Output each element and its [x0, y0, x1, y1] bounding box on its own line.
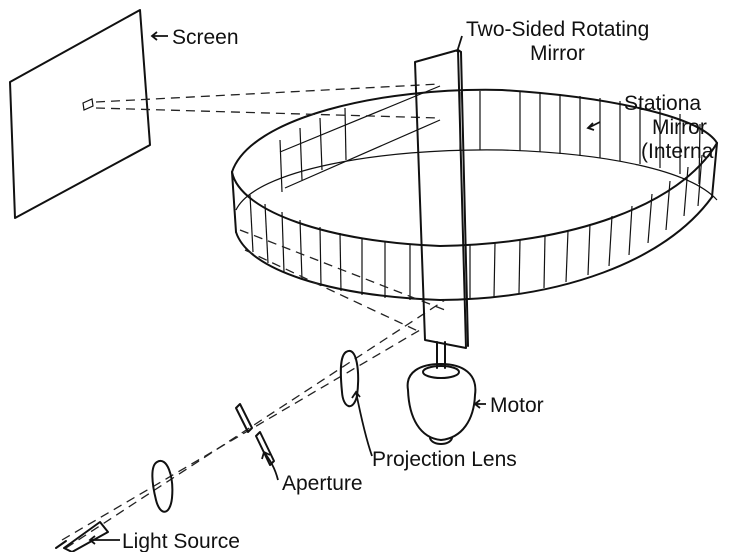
projection-lens [339, 349, 360, 407]
light-source [55, 521, 109, 552]
light-beams [61, 83, 446, 549]
text-labels: Screen Two-Sided Rotating Mirror Station… [122, 18, 714, 552]
label-stationary-line2: Mirror [652, 116, 707, 139]
label-rotating-mirror-line2: Mirror [530, 42, 585, 65]
two-sided-rotating-mirror [414, 49, 469, 349]
label-aperture: Aperture [282, 472, 363, 495]
label-motor: Motor [490, 394, 544, 417]
label-arrows [88, 31, 601, 545]
label-rotating-mirror-line1: Two-Sided Rotating [466, 18, 649, 41]
aperture [235, 403, 275, 466]
stationary-mirror-ring [231, 88, 718, 301]
label-stationary-line1: Stationa [624, 92, 701, 115]
label-projection-lens: Projection Lens [372, 448, 517, 471]
condenser-lens [151, 459, 174, 513]
label-light-source: Light Source [122, 530, 240, 552]
label-stationary-line3: (Interna [641, 140, 714, 163]
screen [9, 9, 151, 219]
motor [406, 341, 477, 445]
label-screen: Screen [172, 26, 239, 49]
